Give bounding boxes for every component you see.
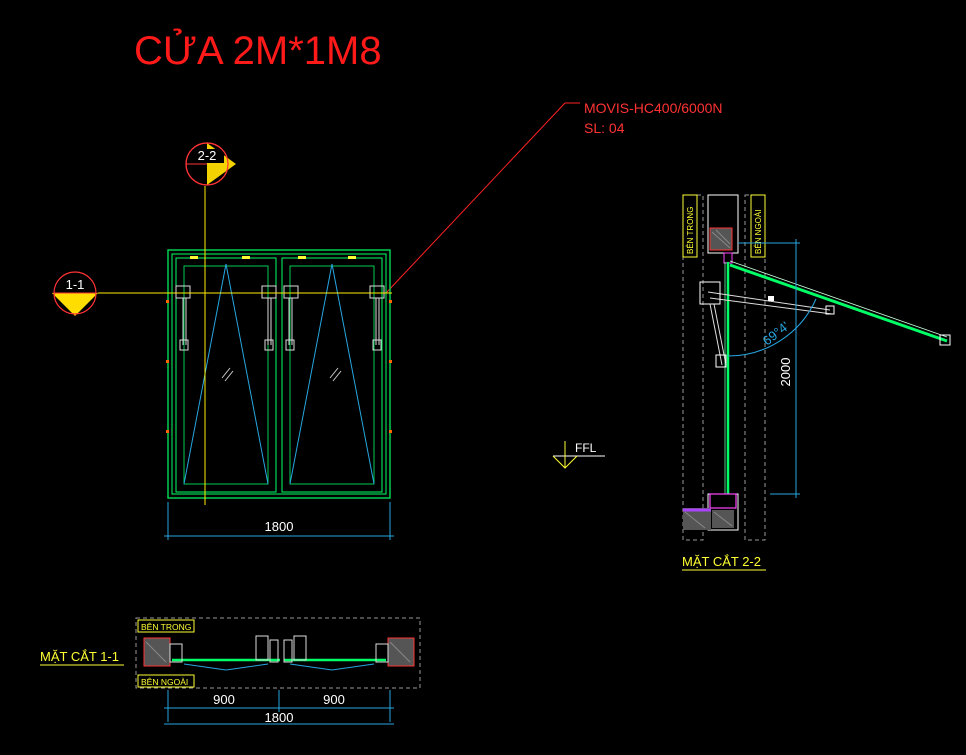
s22-outside-label: BÊN NGOÀI bbox=[754, 210, 763, 254]
door-elevation: 1800 bbox=[52, 186, 394, 540]
s22-height-dim: 2000 bbox=[778, 358, 793, 387]
section-marker-1-1: 1-1 bbox=[52, 271, 98, 316]
drawing-title: CỬA 2M*1M8 bbox=[134, 27, 382, 73]
s22-inside-label: BÊN TRONG bbox=[686, 207, 695, 254]
callout-line2: SL: 04 bbox=[584, 120, 625, 136]
s22-label: MẶT CẮT 2-2 bbox=[682, 554, 761, 569]
s11-outside-label: BÊN NGOÀI bbox=[141, 677, 188, 687]
s11-label: MẶT CẮT 1-1 bbox=[40, 649, 119, 664]
section-1-1: BÊN TRONG BÊN NGOÀI 900 bbox=[40, 617, 421, 725]
ffl-marker: FFL bbox=[552, 441, 605, 469]
callout-line1: MOVIS-HC400/6000N bbox=[584, 100, 723, 116]
section-2-2: BÊN TRONG BÊN NGOÀI 69°4' bbox=[682, 194, 951, 571]
s11-inside-label: BÊN TRONG bbox=[141, 622, 191, 632]
s11-dim-left: 900 bbox=[213, 692, 235, 707]
marker-11-label: 1-1 bbox=[66, 277, 85, 292]
s11-dim-right: 900 bbox=[323, 692, 345, 707]
ffl-label: FFL bbox=[575, 441, 597, 455]
section-marker-2-2: 2-2 bbox=[185, 142, 236, 186]
hinge-callout: MOVIS-HC400/6000N SL: 04 bbox=[385, 100, 723, 294]
marker-22-label: 2-2 bbox=[198, 148, 217, 163]
elevation-width-dim: 1800 bbox=[265, 519, 294, 534]
s11-dim-total: 1800 bbox=[265, 710, 294, 725]
